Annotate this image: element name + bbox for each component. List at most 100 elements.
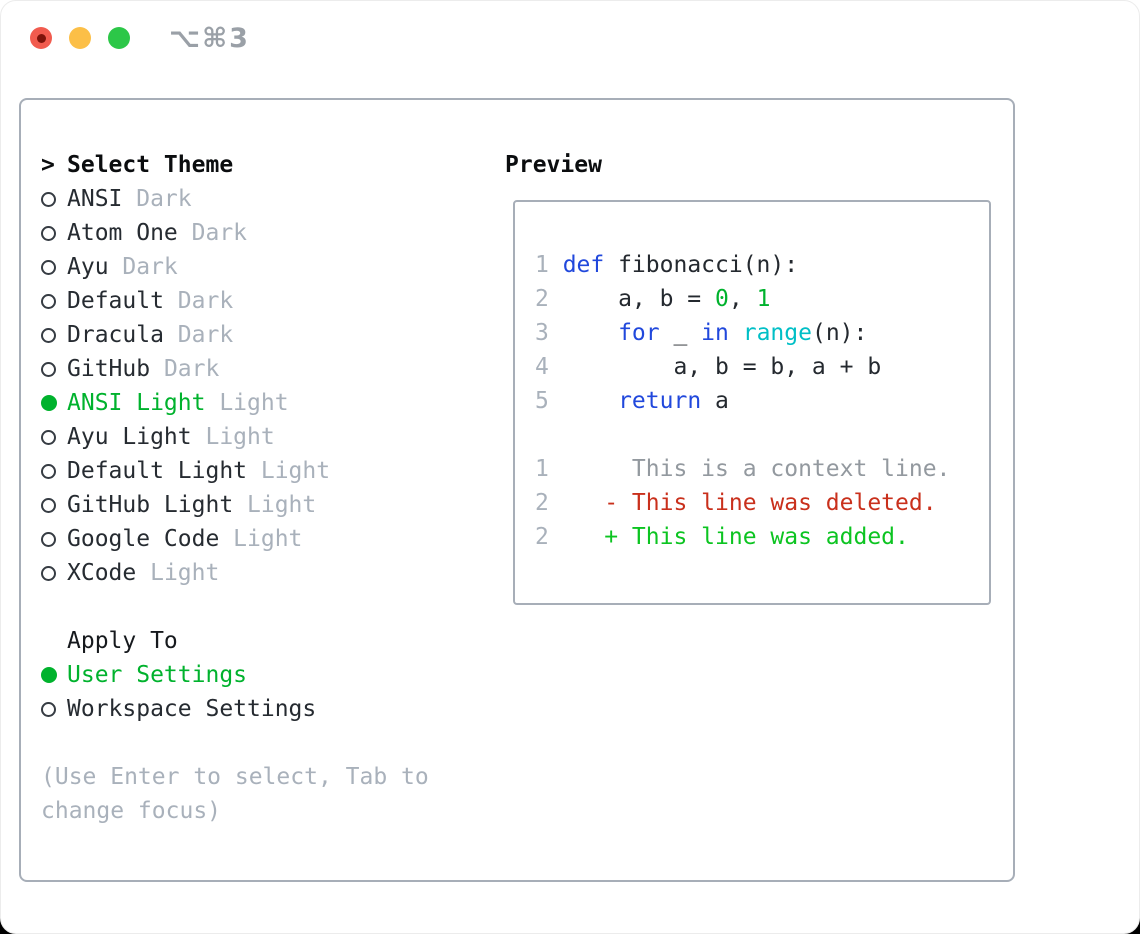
radio-icon [41,395,67,411]
theme-variant: Dark [191,220,248,246]
apply-option-name: User Settings [67,662,248,688]
theme-variant: Light [260,458,331,484]
radio-icon [41,361,67,377]
titlebar: ⌥⌘3 [1,1,1139,73]
theme-select-panel: > Select Theme ANSI Dark Atom One Dark A… [41,148,505,880]
theme-option[interactable]: Atom One Dark [41,216,505,250]
close-button[interactable] [30,27,52,49]
radio-icon [41,531,67,547]
line-number: 2 [535,490,549,516]
line-number: 3 [535,320,549,346]
theme-name: XCode [67,560,137,586]
zoom-button[interactable] [108,27,130,49]
spacer [41,590,505,624]
line-number: 1 [535,456,549,482]
theme-name: GitHub Light [67,492,234,518]
apply-option[interactable]: User Settings [41,658,505,692]
theme-variant: Dark [163,356,220,382]
select-theme-header: > Select Theme [41,148,505,182]
radio-icon [41,293,67,309]
radio-icon [41,225,67,241]
theme-variant: Light [247,492,317,518]
theme-name: Ayu Light [67,424,192,450]
apply-option[interactable]: Workspace Settings [41,692,505,726]
preview-line: 1 This is a context line. [535,452,989,486]
radio-icon [41,191,67,207]
theme-option[interactable]: Google Code Light [41,522,505,556]
radio-icon [41,667,67,683]
preview-header: Preview [505,148,997,182]
window-title: ⌥⌘3 [169,23,250,54]
line-code: a, b = b, a + b [562,354,882,380]
select-theme-title: Select Theme [67,152,234,178]
line-number: 4 [535,354,549,380]
line-code: a, b = 0, 1 [562,286,771,312]
theme-option[interactable]: GitHub Light Light [41,488,505,522]
theme-variant: Light [205,424,275,450]
theme-variant: Light [233,526,303,552]
line-code: for _ in range(n): [618,320,868,346]
theme-option[interactable]: ANSI Dark [41,182,505,216]
preview-title: Preview [505,152,602,178]
theme-name: Default Light [67,458,248,484]
theme-name: Google Code [67,526,220,552]
apply-to-title: Apply To [67,628,178,654]
theme-name: ANSI [67,186,123,212]
preview-line: 1 def fibonacci(n): [535,248,989,282]
radio-icon [41,429,67,445]
theme-option[interactable]: Default Light Light [41,454,505,488]
radio-icon [41,565,67,581]
help-text-line2: change focus) [41,798,222,824]
theme-option[interactable]: Dracula Dark [41,318,505,352]
main-panel: > Select Theme ANSI Dark Atom One Dark A… [19,98,1015,882]
radio-icon [41,701,67,717]
theme-variant: Light [219,390,289,416]
radio-icon [41,463,67,479]
theme-name: Default [67,288,164,314]
theme-list: ANSI Dark Atom One Dark Ayu Dark Default… [41,182,505,590]
theme-option[interactable]: Ayu Light Light [41,420,505,454]
minimize-button[interactable] [69,27,91,49]
theme-name: Dracula [67,322,164,348]
radio-icon [41,497,67,513]
line-code: - This line was deleted. [562,490,937,516]
apply-to-header: Apply To [41,624,505,658]
theme-option[interactable]: ANSI Light Light [41,386,505,420]
theme-name: ANSI Light [67,390,206,416]
line-code: This is a context line. [562,456,951,482]
line-code: def fibonacci(n): [562,252,799,278]
line-number: 5 [535,388,549,414]
preview-line: 2 + This line was added. [535,520,989,554]
theme-name: GitHub [67,356,151,382]
theme-variant: Dark [177,288,234,314]
theme-variant: Dark [136,186,192,212]
theme-name: Atom One [67,220,178,246]
radio-icon [41,327,67,343]
spacer [41,726,505,760]
preview-line: 2 a, b = 0, 1 [535,282,989,316]
theme-variant: Dark [122,254,178,280]
theme-option[interactable]: XCode Light [41,556,505,590]
theme-option[interactable]: Default Dark [41,284,505,318]
theme-variant: Dark [177,322,234,348]
apply-list: User Settings Workspace Settings [41,658,505,726]
theme-option[interactable]: Ayu Dark [41,250,505,284]
line-number: 2 [535,286,549,312]
line-number: 2 [535,524,549,550]
line-code: + This line was added. [562,524,909,550]
line-number: 1 [535,252,549,278]
theme-variant: Light [150,560,220,586]
preview-line: 5 return a [535,384,989,418]
line-code: return a [618,388,729,414]
theme-name: Ayu [67,254,109,280]
radio-icon [41,259,67,275]
preview-line: 3 for _ in range(n): [535,316,989,350]
prompt-indicator: > [41,152,55,178]
theme-option[interactable]: GitHub Dark [41,352,505,386]
preview-line: 4 a, b = b, a + b [535,350,989,384]
apply-option-name: Workspace Settings [67,696,317,722]
preview-line: 2 - This line was deleted. [535,486,989,520]
